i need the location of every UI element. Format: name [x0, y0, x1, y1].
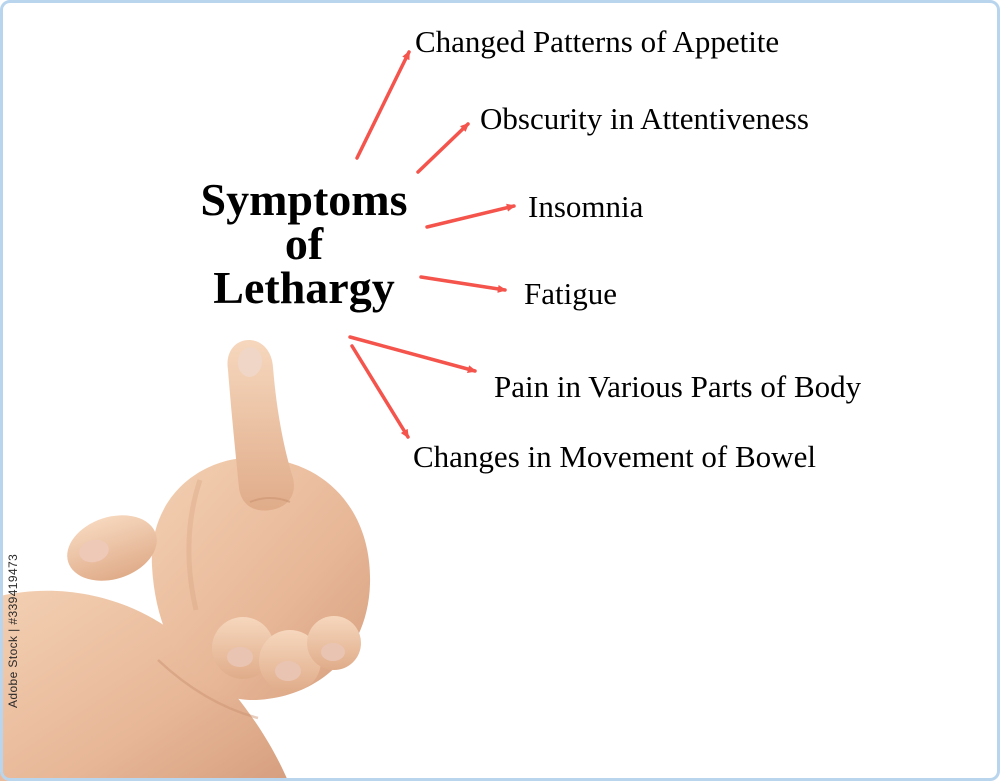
- symptom-label-attentiveness: Obscurity in Attentiveness: [480, 101, 809, 136]
- curled-finger-2: [259, 630, 321, 692]
- knuckle-crease: [249, 497, 291, 503]
- title-line-2: of: [284, 218, 324, 269]
- symptom-label-insomnia: Insomnia: [528, 189, 644, 224]
- curled-finger-3: [307, 616, 361, 670]
- title-line-3: Lethargy: [213, 262, 395, 313]
- title-line-1: Symptoms: [200, 174, 408, 225]
- symptom-label-bowel: Changes in Movement of Bowel: [413, 439, 816, 474]
- arrow-insomnia: [425, 203, 516, 229]
- symptom-label-appetite: Changed Patterns of Appetite: [415, 24, 780, 59]
- index-finger-nail: [237, 347, 263, 377]
- arrow-pain: [348, 335, 477, 373]
- wrist-crease: [157, 659, 259, 720]
- thumb-shape: [67, 515, 157, 581]
- finger-nail-3: [321, 643, 345, 661]
- arrow-bowel: [350, 344, 410, 439]
- finger-nail-1: [227, 647, 253, 667]
- adobe-stock-watermark: Adobe Stock | #339419473: [6, 553, 20, 708]
- forearm-shape: [0, 590, 288, 781]
- index-finger-shape: [227, 340, 294, 511]
- diagram-title: Symptoms of Lethargy: [196, 174, 412, 313]
- symptom-label-fatigue: Fatigue: [524, 276, 617, 311]
- arrow-attentiveness: [416, 122, 470, 174]
- thumb-nail: [79, 539, 109, 563]
- hand-shading: [186, 479, 203, 611]
- arrow-appetite: [355, 50, 411, 160]
- finger-nail-2: [275, 661, 301, 681]
- arrow-fatigue: [419, 275, 507, 293]
- symptom-label-pain: Pain in Various Parts of Body: [494, 369, 862, 404]
